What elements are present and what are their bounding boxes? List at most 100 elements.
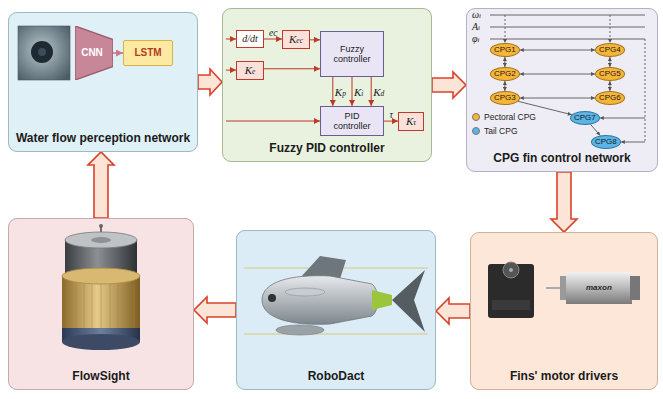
legend-swatch <box>472 127 480 135</box>
bus-line <box>490 39 645 40</box>
flow-arrow <box>198 69 222 95</box>
robot-illustration <box>276 325 324 335</box>
flowsight-illustration <box>134 284 135 330</box>
panel-title: Water flow perception network <box>16 132 190 146</box>
flow-image <box>38 48 46 56</box>
controller-box: Fuzzy controller <box>320 31 384 77</box>
panel-fill <box>466 8 658 172</box>
signal-arrow <box>310 39 320 40</box>
box-label: Kec <box>289 33 303 46</box>
box-label: CNN <box>81 47 103 59</box>
panel-title: RoboDact <box>308 370 365 384</box>
flowsight-illustration <box>65 232 137 248</box>
controller-box: PID controller <box>320 106 384 136</box>
bus-branch <box>621 142 645 143</box>
flowsight-illustration <box>68 284 134 335</box>
box-label: CPG4 <box>599 46 621 54</box>
brand-label: maxon <box>586 284 612 293</box>
flow-image <box>18 26 70 80</box>
robot-illustration <box>268 294 276 302</box>
cnn-block: CNN <box>75 26 113 80</box>
flowsight-illustration <box>84 284 85 334</box>
flowsight-illustration <box>68 284 69 330</box>
signal-arrow <box>609 57 610 67</box>
cpg-node: CPG6 <box>595 91 625 105</box>
flowsight-illustration <box>118 284 119 334</box>
signal-arrow <box>264 39 282 40</box>
input-line <box>226 70 236 71</box>
panel-box: Water flow perception network CNN LSTM <box>8 12 198 152</box>
motor-illustration <box>488 262 640 318</box>
robot-illustration <box>244 333 428 334</box>
motor-illustration <box>503 262 519 278</box>
box-label: LSTM <box>134 47 161 59</box>
signal-arrow <box>352 77 353 106</box>
motor-illustration <box>630 276 640 300</box>
signal-arrow <box>504 57 505 67</box>
signal-name: Ai <box>472 22 480 32</box>
flowsight-illustration <box>62 224 140 350</box>
box-label: CPG1 <box>494 46 516 54</box>
bus-line <box>490 27 645 28</box>
signal-name: ωi <box>472 10 481 20</box>
signal-arrow <box>371 77 372 106</box>
connectors <box>88 39 610 324</box>
panel-fill <box>8 218 194 390</box>
flowsight-illustration <box>76 284 77 332</box>
signal-arrow <box>591 124 601 135</box>
flowsight-illustration <box>91 237 111 243</box>
flow-image <box>18 26 70 80</box>
panel-fills <box>8 8 658 390</box>
cpg-node: CPG2 <box>490 67 520 81</box>
flowsight-illustration <box>101 284 102 335</box>
input-line <box>226 39 236 40</box>
flowsight-illustration <box>62 334 140 350</box>
panel-title: CPG fin control network <box>493 152 630 166</box>
box-label: Ke <box>245 64 256 77</box>
cpg-node: CPG3 <box>490 91 520 105</box>
panel-box: CPG fin control networkCPG1CPG4CPG2CPG5C… <box>466 8 658 172</box>
derivative-box: d/dt <box>236 30 264 48</box>
panel-title: Fins' motor drivers <box>510 370 618 384</box>
gain-box: Kτ <box>398 112 424 131</box>
flowsight-illustration <box>99 224 103 228</box>
signal-arrow <box>504 81 505 91</box>
panel-fill <box>236 230 436 390</box>
signal-arrow <box>264 68 320 69</box>
signal-arrow <box>520 74 595 75</box>
panel-fill <box>8 12 198 152</box>
box-label: CPG6 <box>599 94 621 102</box>
legend-row: Pectoral CPG <box>472 113 536 122</box>
panel-fill <box>222 8 432 162</box>
input-line <box>226 121 320 122</box>
signal-arrow <box>384 121 398 122</box>
signal-name: φi <box>472 34 480 44</box>
panel-title: Fuzzy PID controller <box>269 142 384 156</box>
bus-branch <box>600 118 645 119</box>
cpg-node: CPG7 <box>570 111 600 125</box>
flow-arrow <box>551 172 577 232</box>
flow-arrow <box>436 298 470 324</box>
flowsight-illustration <box>62 268 140 284</box>
signal-arrow <box>609 81 610 91</box>
signal-arrow <box>520 50 595 51</box>
panel-box: RoboDact <box>236 230 436 390</box>
edge-label: ec <box>269 28 277 38</box>
box-label: PID controller <box>325 111 379 132</box>
panel-box: Fuzzy PID controller d/dt Kec Fuzzy control… <box>222 8 432 162</box>
legend-row: Tail CPG <box>472 127 518 136</box>
box-label: CPG7 <box>574 114 596 122</box>
signal-arrow <box>113 52 123 54</box>
motor-illustration <box>492 300 530 310</box>
edge-label: τ <box>390 110 393 120</box>
motor-illustration <box>509 268 513 272</box>
legend-text: Pectoral CPG <box>484 113 536 122</box>
flow-arrow <box>88 152 114 218</box>
lstm-block: LSTM <box>123 40 173 66</box>
legend-swatch <box>472 113 480 121</box>
flowsight-illustration <box>92 284 93 335</box>
flowsight-illustration <box>126 284 127 332</box>
cpg-node: CPG1 <box>490 43 520 57</box>
flow-arrow <box>194 297 236 323</box>
gain-box: Kec <box>282 30 310 49</box>
